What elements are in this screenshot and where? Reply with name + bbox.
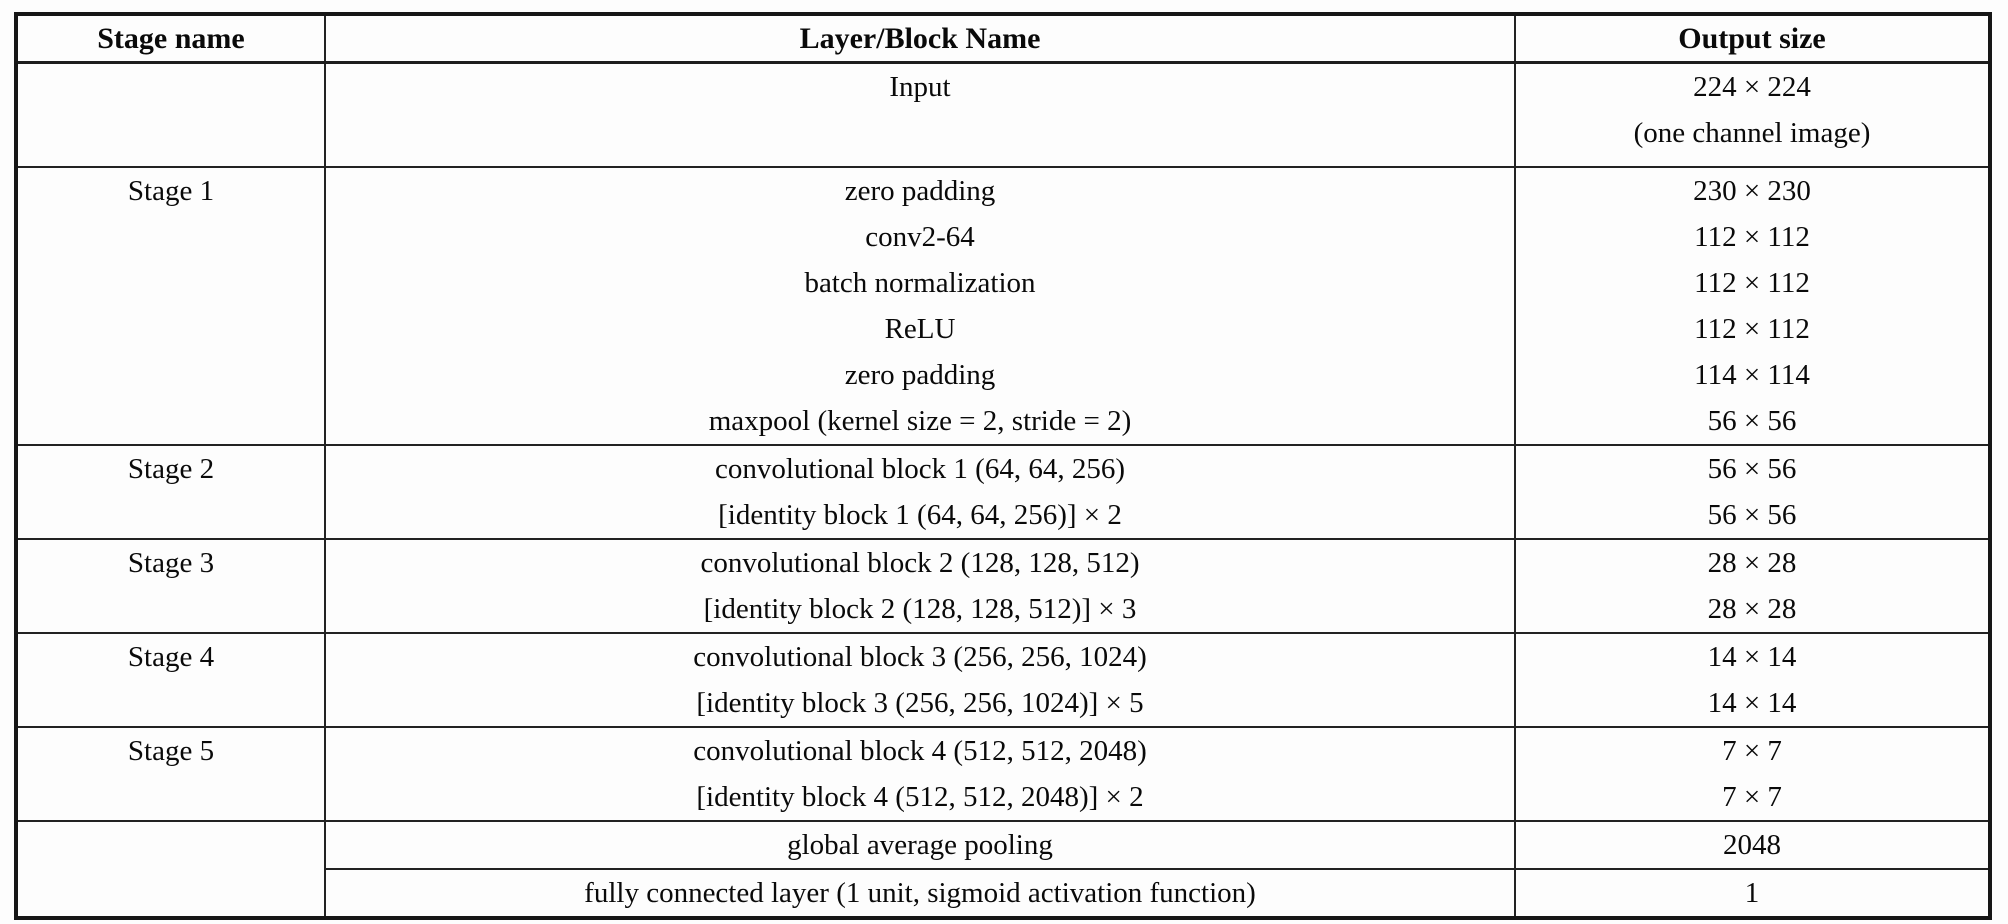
output-cell: 1 — [1515, 868, 1990, 918]
layer-cell: convolutional block 3 (256, 256, 1024) [… — [324, 632, 1516, 727]
output-cell: 224 × 224 (one channel image) — [1515, 61, 1990, 167]
output-size: 112 × 112 — [1694, 267, 1810, 299]
layer-name: convolutional block 4 (512, 512, 2048) — [693, 735, 1147, 767]
layer-name: zero padding — [844, 175, 996, 207]
output-size: 7 × 7 — [1722, 781, 1782, 813]
output-cell: 230 × 230 112 × 112 112 × 112 112 × 112 … — [1515, 166, 1990, 445]
section-stage-4: Stage 4 convolutional block 3 (256, 256,… — [16, 632, 1990, 727]
output-size: 112 × 112 — [1694, 221, 1810, 253]
output-size: 56 × 56 — [1707, 453, 1797, 485]
col-header-output-size: Output size — [1515, 14, 1990, 64]
layer-cell: global average pooling — [324, 820, 1516, 869]
layer-cell: convolutional block 1 (64, 64, 256) [ide… — [324, 444, 1516, 539]
layer-name: fully connected layer (1 unit, sigmoid a… — [584, 877, 1256, 909]
layer-name: conv2-64 — [865, 221, 975, 253]
output-cell: 14 × 14 14 × 14 — [1515, 632, 1990, 727]
layer-cell: Input — [324, 61, 1516, 167]
output-size: 56 × 56 — [1707, 499, 1797, 531]
layer-name: global average pooling — [787, 829, 1053, 861]
section-input: Input 224 × 224 (one channel image) — [16, 61, 1990, 167]
output-size: 1 — [1744, 877, 1760, 909]
layer-cell: convolutional block 2 (128, 128, 512) [i… — [324, 538, 1516, 633]
output-size: 14 × 14 — [1707, 687, 1797, 719]
stage-name: Stage 1 — [127, 175, 215, 207]
layer-name: ReLU — [884, 313, 956, 345]
stage-name — [18, 822, 324, 868]
col-header-stage-name: Stage name — [16, 14, 325, 64]
output-size: 224 × 224 — [1693, 71, 1811, 103]
layer-name: convolutional block 3 (256, 256, 1024) — [693, 641, 1147, 673]
stage-name: Stage 5 — [127, 735, 215, 767]
layer-name: Input — [889, 71, 951, 103]
layer-name: maxpool (kernel size = 2, stride = 2) — [708, 405, 1132, 437]
col-header-layer-block-name: Layer/Block Name — [324, 14, 1516, 64]
output-size: 14 × 14 — [1707, 641, 1797, 673]
layer-name — [326, 110, 1514, 156]
stage-cell-merged — [16, 820, 325, 918]
layer-name: zero padding — [844, 359, 996, 391]
output-cell: 28 × 28 28 × 28 — [1515, 538, 1990, 633]
stage-cell: Stage 2 — [16, 444, 325, 539]
stage-name: Stage 4 — [127, 641, 215, 673]
output-cell: 7 × 7 7 × 7 — [1515, 726, 1990, 821]
output-size: 28 × 28 — [1707, 547, 1797, 579]
layer-name: convolutional block 1 (64, 64, 256) — [715, 453, 1125, 485]
output-cell: 2048 — [1515, 820, 1990, 869]
layer-name: [identity block 2 (128, 128, 512)] × 3 — [703, 593, 1137, 625]
stage-cell — [16, 61, 325, 167]
stage-name: Stage 3 — [127, 547, 215, 579]
layer-name: [identity block 1 (64, 64, 256)] × 2 — [718, 499, 1122, 531]
layer-cell: fully connected layer (1 unit, sigmoid a… — [324, 868, 1516, 918]
output-cell: 56 × 56 56 × 56 — [1515, 444, 1990, 539]
layer-name: [identity block 4 (512, 512, 2048)] × 2 — [696, 781, 1144, 813]
header-row: Stage name Layer/Block Name Output size — [16, 14, 1990, 64]
output-size: 230 × 230 — [1693, 175, 1811, 207]
cnn-architecture-table: Stage name Layer/Block Name Output size … — [14, 12, 1992, 920]
section-fully-connected: fully connected layer (1 unit, sigmoid a… — [16, 868, 1990, 918]
output-size: 56 × 56 — [1707, 405, 1797, 437]
stage-cell: Stage 1 — [16, 166, 325, 445]
layer-cell: convolutional block 4 (512, 512, 2048) [… — [324, 726, 1516, 821]
output-size: 28 × 28 — [1707, 593, 1797, 625]
stage-name: Stage 2 — [127, 453, 215, 485]
output-size: 112 × 112 — [1694, 313, 1810, 345]
section-stage-2: Stage 2 convolutional block 1 (64, 64, 2… — [16, 444, 1990, 539]
stage-name — [18, 64, 324, 110]
stage-cell: Stage 4 — [16, 632, 325, 727]
section-stage-5: Stage 5 convolutional block 4 (512, 512,… — [16, 726, 1990, 821]
layer-cell: zero padding conv2-64 batch normalizatio… — [324, 166, 1516, 445]
stage-cell: Stage 3 — [16, 538, 325, 633]
section-stage-3: Stage 3 convolutional block 2 (128, 128,… — [16, 538, 1990, 633]
section-stage-1: Stage 1 zero padding conv2-64 batch norm… — [16, 166, 1990, 445]
stage-cell: Stage 5 — [16, 726, 325, 821]
output-size: 7 × 7 — [1722, 735, 1782, 767]
output-size: (one channel image) — [1633, 117, 1871, 149]
output-size: 114 × 114 — [1694, 359, 1810, 391]
layer-name: convolutional block 2 (128, 128, 512) — [700, 547, 1140, 579]
output-size: 2048 — [1723, 829, 1781, 861]
section-global-average-pooling: global average pooling 2048 — [16, 820, 1990, 918]
layer-name: batch normalization — [804, 267, 1036, 299]
layer-name: [identity block 3 (256, 256, 1024)] × 5 — [696, 687, 1144, 719]
